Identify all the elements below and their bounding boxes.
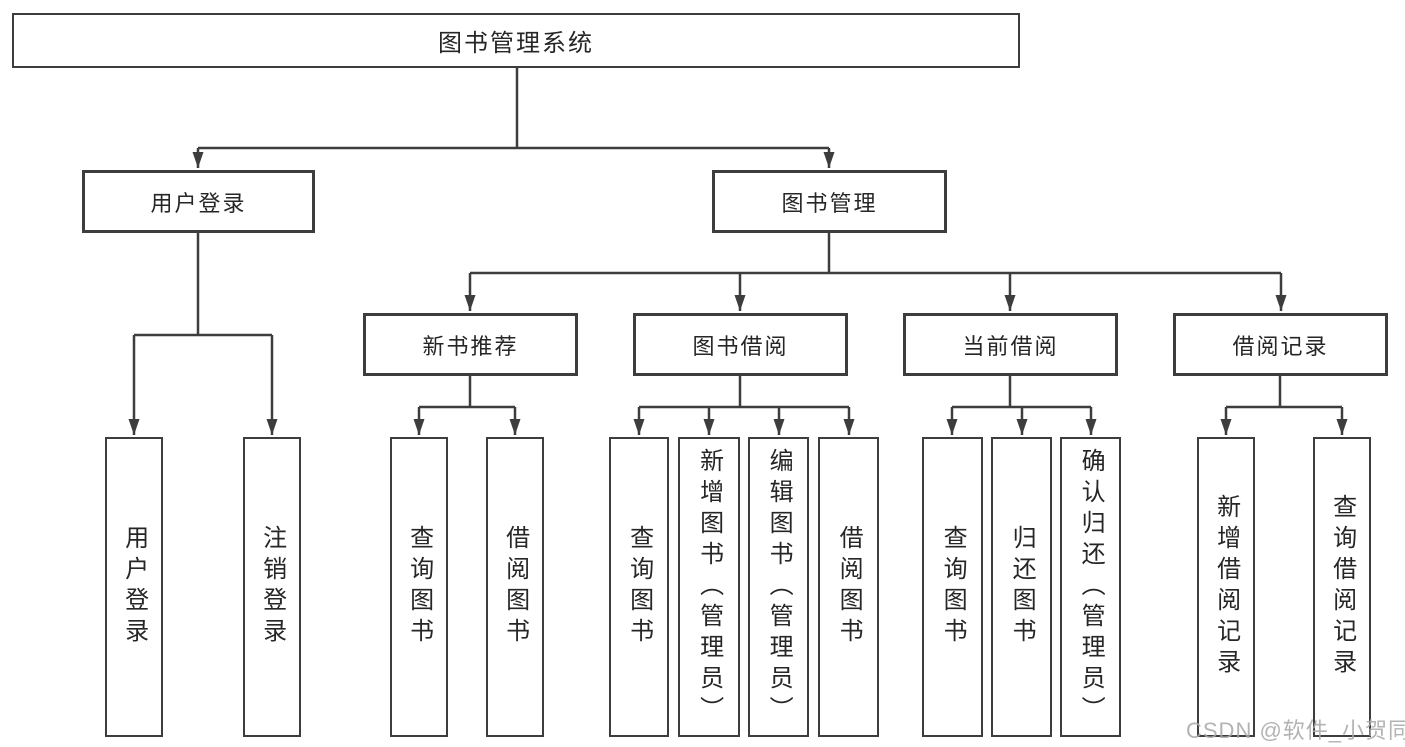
leaf-label: 注销登录	[258, 525, 286, 649]
leaf-label: 查询图书	[405, 525, 433, 649]
leaf-label: 新增图书（管理员）	[695, 447, 723, 727]
leaf-label: 确认归还（管理员）	[1077, 447, 1105, 727]
node-label: 新书推荐	[422, 333, 519, 359]
leaf-confirm-return-admin: 确认归还（管理员）	[1060, 437, 1121, 737]
leaf-edit-book-admin: 编辑图书（管理员）	[748, 437, 809, 737]
leaf-label: 借阅图书	[501, 525, 529, 649]
leaf-query-books-current: 查询图书	[922, 437, 983, 737]
leaf-label: 查询借阅记录	[1328, 494, 1356, 680]
node-label: 当前借阅	[962, 333, 1059, 359]
leaf-logout: 注销登录	[243, 437, 301, 737]
node-user-login-branch: 用户登录	[82, 170, 315, 233]
leaf-label: 新增借阅记录	[1212, 494, 1240, 680]
node-borrowing-records: 借阅记录	[1173, 313, 1388, 376]
leaf-add-borrow-record: 新增借阅记录	[1197, 437, 1255, 737]
leaf-label: 查询图书	[625, 525, 653, 649]
leaf-return-book: 归还图书	[991, 437, 1052, 737]
leaf-query-borrow-record: 查询借阅记录	[1313, 437, 1371, 737]
node-current-borrowing: 当前借阅	[903, 313, 1118, 376]
csdn-watermark: CSDN @软件_小贺同学	[1186, 718, 1405, 743]
node-label: 借阅记录	[1232, 333, 1329, 359]
leaf-query-books-recommend: 查询图书	[390, 437, 448, 737]
leaf-user-login: 用户登录	[105, 437, 163, 737]
node-label: 图书借阅	[692, 333, 789, 359]
leaf-label: 借阅图书	[835, 525, 863, 649]
node-label: 图书管理	[781, 190, 878, 216]
leaf-borrow-books-recommend: 借阅图书	[486, 437, 544, 737]
leaf-label: 用户登录	[120, 525, 148, 649]
leaf-query-books-borrow: 查询图书	[609, 437, 669, 737]
node-new-book-recommendation: 新书推荐	[363, 313, 578, 376]
leaf-label: 归还图书	[1008, 525, 1036, 649]
node-label: 用户登录	[150, 190, 247, 216]
leaf-label: 查询图书	[939, 525, 967, 649]
node-library-management-system: 图书管理系统	[12, 13, 1020, 68]
leaf-label: 编辑图书（管理员）	[765, 447, 793, 727]
node-book-borrowing: 图书借阅	[633, 313, 848, 376]
leaf-add-book-admin: 新增图书（管理员）	[678, 437, 740, 737]
node-label: 图书管理系统	[438, 30, 594, 57]
node-book-management-branch: 图书管理	[712, 170, 947, 233]
leaf-borrow-book: 借阅图书	[818, 437, 879, 737]
